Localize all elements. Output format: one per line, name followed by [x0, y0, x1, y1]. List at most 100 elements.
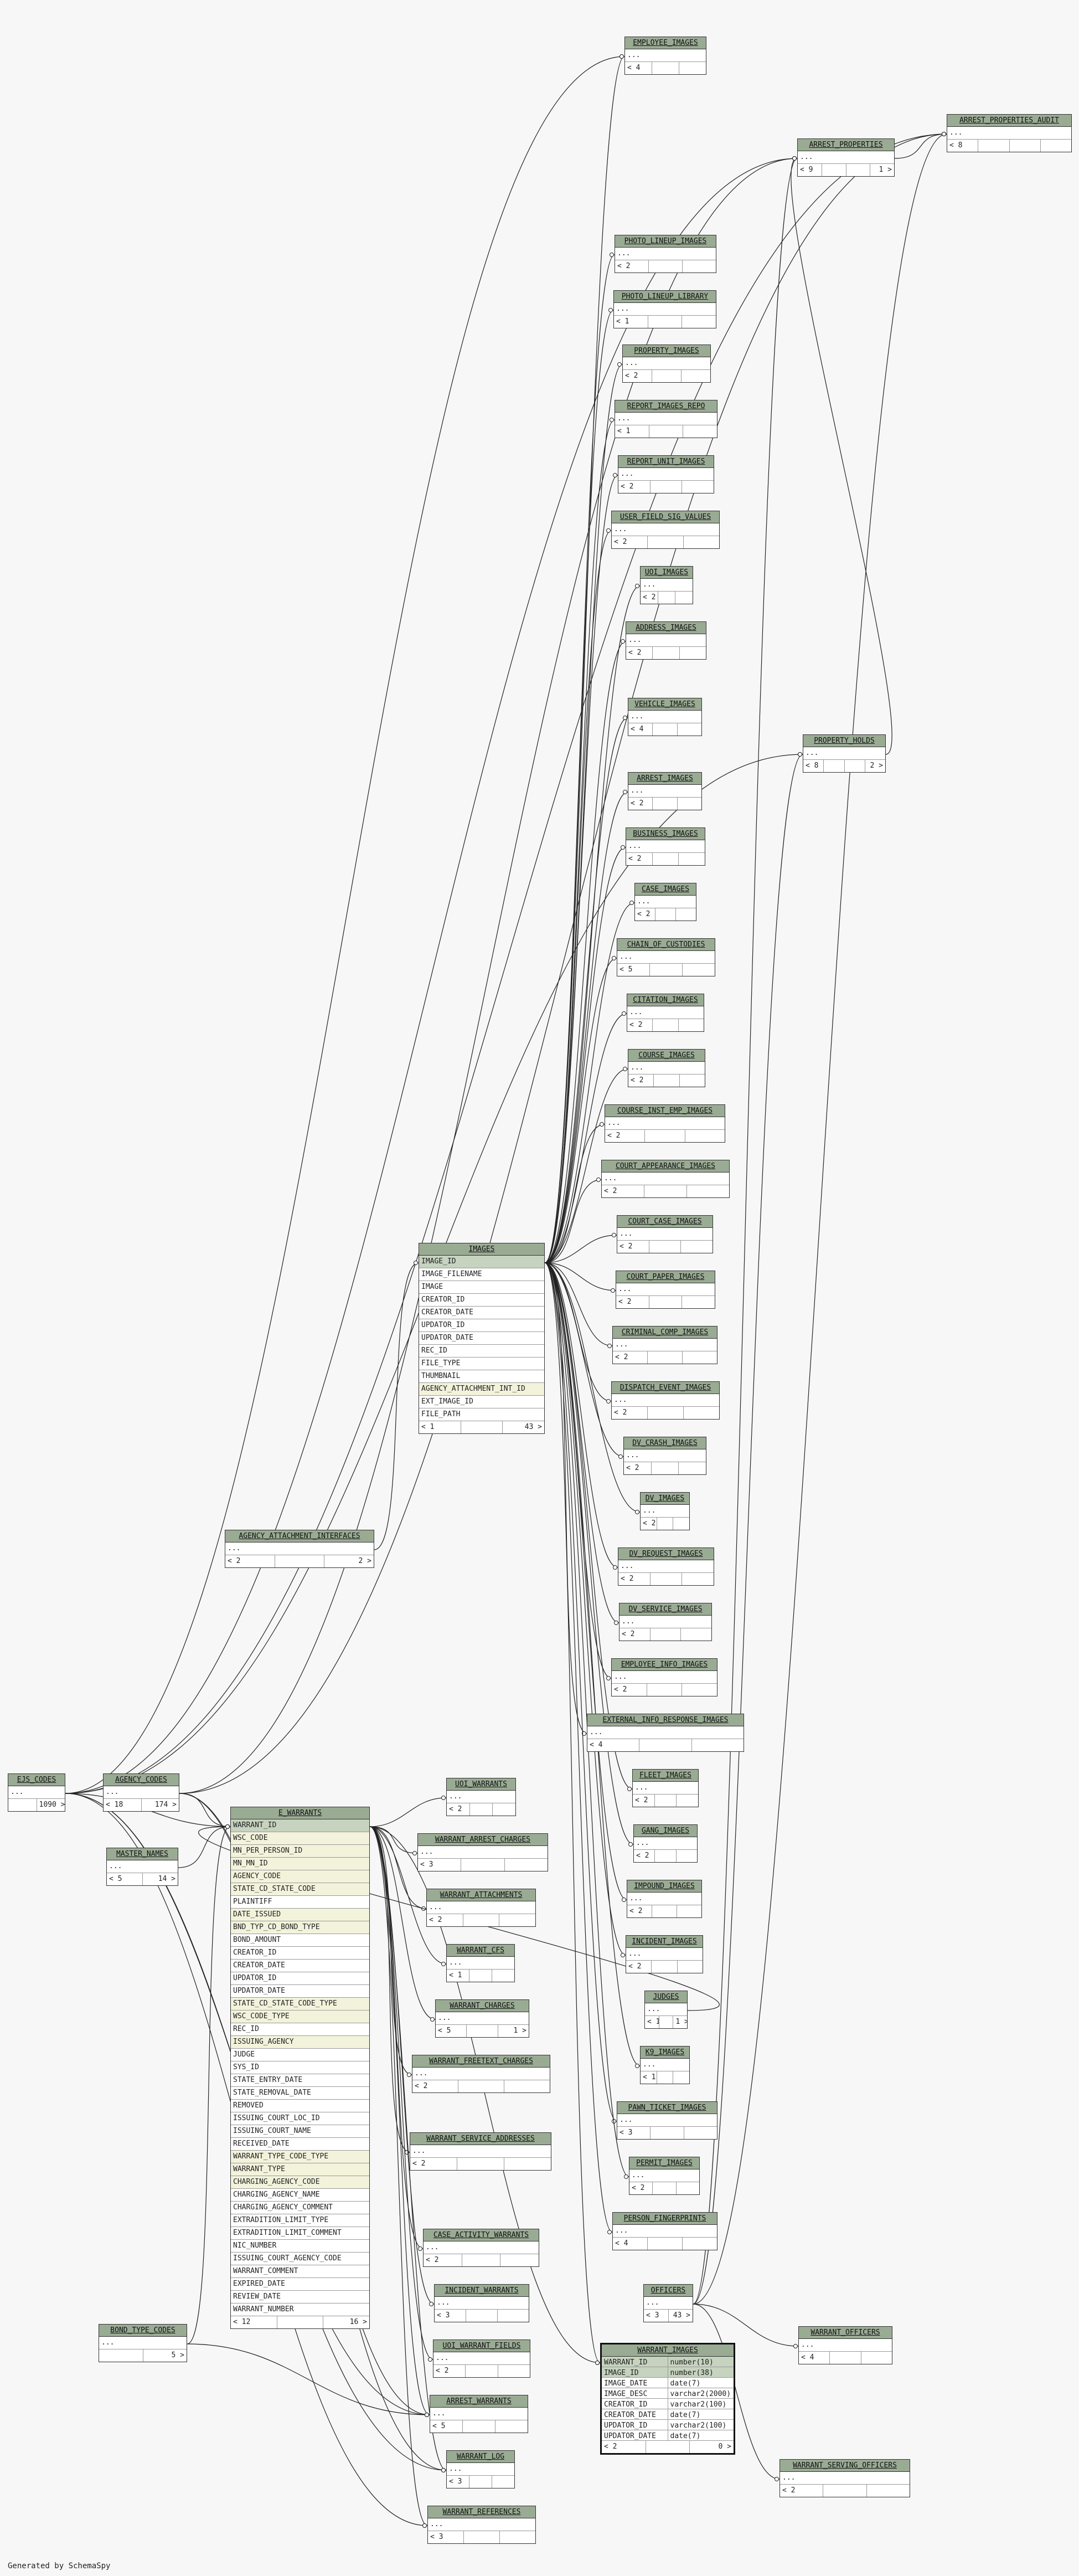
- table-warrant-cfs[interactable]: WARRANT_CFS...< 1: [446, 1944, 515, 1982]
- column-row[interactable]: ...: [613, 1339, 717, 1351]
- table-name[interactable]: EJS_CODES: [8, 1774, 65, 1786]
- column-row[interactable]: ...: [107, 1860, 178, 1873]
- column-row[interactable]: WARRANT_ID: [231, 1819, 369, 1832]
- table-name[interactable]: AGENCY_ATTACHMENT_INTERFACES: [225, 1530, 374, 1542]
- table-name[interactable]: UOI_WARRANTS: [447, 1778, 515, 1791]
- column-row[interactable]: ISSUING_COURT_LOC_ID: [231, 2112, 369, 2125]
- table-name[interactable]: PERSON_FINGERPRINTS: [613, 2213, 717, 2225]
- column-row[interactable]: IMAGE_FILENAME: [419, 1268, 544, 1281]
- table-name[interactable]: INCIDENT_IMAGES: [626, 1936, 703, 1948]
- table-arrest-properties-audit[interactable]: ARREST_PROPERTIES_AUDIT...< 8: [947, 114, 1072, 152]
- table-name[interactable]: VEHICLE_IMAGES: [628, 698, 701, 711]
- table-name[interactable]: AGENCY_CODES: [104, 1774, 179, 1786]
- table-name[interactable]: PERMIT_IMAGES: [629, 2157, 699, 2169]
- table-name[interactable]: ARREST_WARRANTS: [430, 2395, 528, 2408]
- table-incident-warrants[interactable]: INCIDENT_WARRANTS...< 3: [434, 2284, 529, 2322]
- table-name[interactable]: DV_CRASH_IMAGES: [624, 1437, 706, 1449]
- column-row[interactable]: STATE_REMOVAL_DATE: [231, 2087, 369, 2100]
- table-report-unit-images[interactable]: REPORT_UNIT_IMAGES...< 2: [618, 455, 714, 493]
- column-row[interactable]: REC_ID: [419, 1345, 544, 1358]
- table-warrant-log[interactable]: WARRANT_LOG...< 3: [446, 2450, 515, 2488]
- table-name[interactable]: WARRANT_LOG: [447, 2451, 514, 2463]
- column-row[interactable]: ...: [641, 579, 693, 592]
- table-dv-crash-images[interactable]: DV_CRASH_IMAGES...< 2: [623, 1437, 706, 1475]
- column-row[interactable]: RECEIVED_DATE: [231, 2138, 369, 2151]
- column-row[interactable]: ...: [433, 2352, 530, 2365]
- table-warrant-service-addresses[interactable]: WARRANT_SERVICE_ADDRESSES...< 2: [410, 2132, 551, 2171]
- column-row[interactable]: ...: [629, 2169, 699, 2182]
- table-name[interactable]: WARRANT_SERVING_OFFICERS: [780, 2460, 910, 2472]
- column-row[interactable]: ...: [628, 711, 701, 723]
- table-name[interactable]: BUSINESS_IMAGES: [626, 828, 705, 840]
- table-warrant-serving-officers[interactable]: WARRANT_SERVING_OFFICERS...< 2: [779, 2459, 910, 2497]
- table-name[interactable]: EXTERNAL_INFO_RESPONSE_IMAGES: [587, 1714, 744, 1726]
- table-name[interactable]: REPORT_UNIT_IMAGES: [618, 456, 714, 468]
- column-row[interactable]: ...: [410, 2145, 551, 2158]
- table-name[interactable]: CHAIN_OF_CUSTODIES: [617, 939, 715, 951]
- column-row[interactable]: WARRANT_COMMENT: [231, 2265, 369, 2278]
- column-row[interactable]: ...: [612, 523, 719, 536]
- column-row[interactable]: ...: [627, 1006, 704, 1019]
- table-property-images[interactable]: PROPERTY_IMAGES...< 2: [622, 345, 711, 383]
- column-row[interactable]: ...: [104, 1786, 179, 1799]
- table-name[interactable]: IMPOUND_IMAGES: [627, 1880, 701, 1893]
- column-row[interactable]: ...: [628, 1062, 705, 1074]
- column-row[interactable]: ...: [616, 1283, 715, 1296]
- column-row[interactable]: ...: [428, 2518, 535, 2531]
- table-k9-images[interactable]: K9_IMAGES...< 1: [640, 2046, 690, 2084]
- column-row[interactable]: ...: [587, 1726, 744, 1739]
- column-row[interactable]: ...: [447, 1791, 515, 1803]
- table-course-images[interactable]: COURSE_IMAGES...< 2: [628, 1049, 705, 1087]
- table-name[interactable]: COURSE_INST_EMP_IMAGES: [605, 1105, 725, 1117]
- column-row[interactable]: CHARGING_AGENCY_NAME: [231, 2189, 369, 2202]
- table-name[interactable]: DV_REQUEST_IMAGES: [618, 1548, 714, 1560]
- column-row[interactable]: ...: [798, 151, 894, 164]
- column-row[interactable]: SYS_ID: [231, 2061, 369, 2074]
- column-row[interactable]: ...: [617, 951, 715, 964]
- column-row[interactable]: ...: [613, 2225, 717, 2238]
- table-name[interactable]: COURT_APPEARANCE_IMAGES: [602, 1160, 729, 1173]
- column-row[interactable]: UPDATOR_DATE: [419, 1332, 544, 1345]
- table-name[interactable]: WARRANT_OFFICERS: [799, 2327, 892, 2339]
- table-name[interactable]: ARREST_PROPERTIES_AUDIT: [947, 115, 1071, 127]
- table-name[interactable]: FLEET_IMAGES: [633, 1770, 698, 1782]
- table-arrest-images[interactable]: ARREST_IMAGES...< 2: [628, 772, 702, 810]
- column-row[interactable]: ...: [615, 248, 716, 260]
- table-photo-lineup-library[interactable]: PHOTO_LINEUP_LIBRARY...< 1: [613, 290, 716, 328]
- column-row[interactable]: ...: [435, 2297, 529, 2310]
- column-row[interactable]: ...: [803, 747, 885, 760]
- table-chain-of-custodies[interactable]: CHAIN_OF_CUSTODIES...< 5: [617, 938, 715, 976]
- column-row[interactable]: CREATOR_DATE: [419, 1307, 544, 1319]
- column-row[interactable]: CHARGING_AGENCY_COMMENT: [231, 2202, 369, 2214]
- column-row[interactable]: ...: [424, 2241, 539, 2254]
- column-row[interactable]: WSC_CODE_TYPE: [231, 2011, 369, 2023]
- column-row[interactable]: THUMBNAIL: [419, 1370, 544, 1383]
- table-case-activity-warrants[interactable]: CASE_ACTIVITY_WARRANTS...< 2: [423, 2229, 539, 2267]
- table-name[interactable]: PHOTO_LINEUP_IMAGES: [615, 235, 716, 248]
- table-name[interactable]: CRIMINAL_COMP_IMAGES: [613, 1326, 717, 1339]
- column-row[interactable]: IMAGE_ID: [419, 1256, 544, 1268]
- column-row[interactable]: ...: [430, 2408, 528, 2420]
- column-row[interactable]: CREATOR_ID: [419, 1294, 544, 1307]
- column-row[interactable]: ISSUING_COURT_NAME: [231, 2125, 369, 2138]
- table-employee-images[interactable]: EMPLOYEE_IMAGES...< 4: [624, 37, 706, 75]
- column-row[interactable]: AGENCY_ATTACHMENT_INT_ID: [419, 1383, 544, 1396]
- table-bond-type-codes[interactable]: BOND_TYPE_CODES...5 >: [99, 2324, 187, 2362]
- table-name[interactable]: DISPATCH_EVENT_IMAGES: [612, 1382, 719, 1394]
- table-employee-info-images[interactable]: EMPLOYEE_INFO_IMAGES...< 2: [611, 1658, 717, 1696]
- column-row[interactable]: WSC_CODE: [231, 1832, 369, 1845]
- table-name[interactable]: K9_IMAGES: [641, 2047, 689, 2059]
- table-name[interactable]: BOND_TYPE_CODES: [99, 2325, 187, 2337]
- table-name[interactable]: MASTER_NAMES: [107, 1848, 178, 1860]
- table-name[interactable]: EMPLOYEE_INFO_IMAGES: [612, 1659, 717, 1671]
- column-row[interactable]: ...: [641, 2059, 689, 2071]
- column-row[interactable]: ISSUING_AGENCY: [231, 2036, 369, 2049]
- column-row[interactable]: ...: [615, 413, 717, 425]
- column-row[interactable]: ...: [628, 785, 701, 798]
